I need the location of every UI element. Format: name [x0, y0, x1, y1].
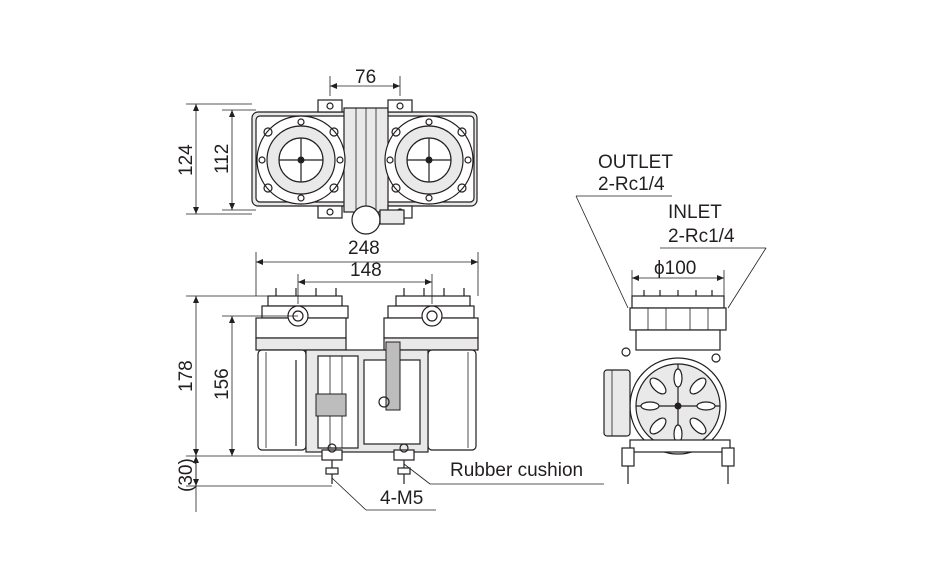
front-view: 248 148 178 156 (30) Rubber cushion 4-M5	[176, 238, 604, 512]
callout-outlet-thread: 2-Rc1/4	[598, 174, 665, 195]
dim-front-height-overall: 178	[176, 360, 197, 392]
dim-top-width: 76	[355, 67, 376, 88]
dim-front-height-body: 156	[212, 368, 233, 400]
dim-front-width-heads: 148	[350, 260, 382, 281]
callout-rubber-cushion: Rubber cushion	[450, 460, 583, 481]
dim-front-width-overall: 248	[348, 238, 380, 259]
dim-front-height-feet: (30)	[176, 458, 197, 492]
callout-inlet-thread: 2-Rc1/4	[668, 226, 735, 247]
dim-top-height-outer: 124	[176, 144, 197, 176]
callout-outlet-name: OUTLET	[598, 152, 673, 173]
top-view: 76 124 112	[176, 67, 478, 235]
dim-top-height-inner: 112	[212, 144, 233, 174]
side-view: ϕ100 OUTLET 2-Rc1/4 INLET 2-Rc1/4	[575, 152, 767, 484]
callout-inlet-name: INLET	[668, 202, 722, 223]
dim-side-diameter: ϕ100	[654, 258, 696, 279]
callout-4-m5: 4-M5	[380, 488, 423, 509]
